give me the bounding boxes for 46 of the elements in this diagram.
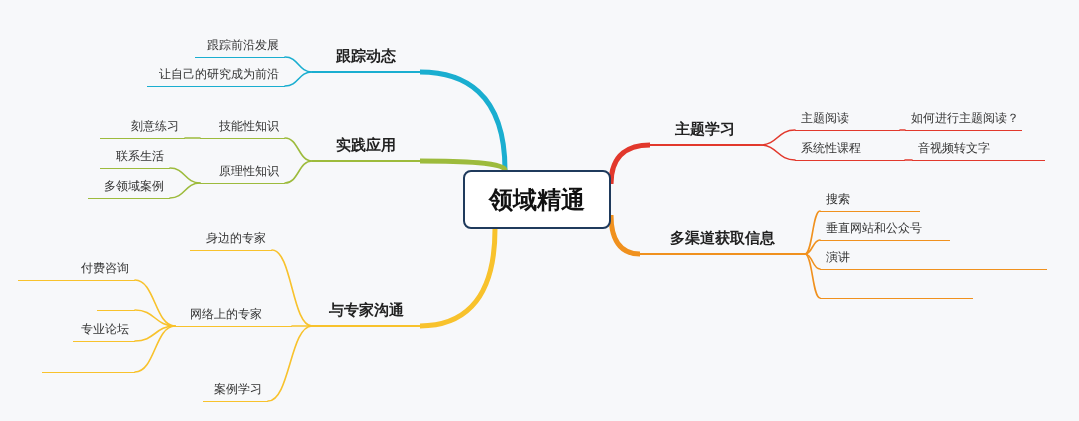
branch-topic: 实践应用: [312, 135, 420, 162]
branch-line: [804, 253, 821, 270]
subtopic: 刻意练习: [100, 118, 185, 139]
branch-line: [284, 160, 313, 184]
branch-topic: 跟踪动态: [312, 46, 420, 73]
subtopic: 网络上的专家: [175, 306, 292, 327]
branch-topic: 主题学习: [650, 119, 760, 146]
branch-line: [169, 182, 201, 199]
subtopic: 联系生活: [100, 148, 170, 169]
subtopic: 原理性知识: [200, 163, 285, 184]
subtopic: 付费咨询: [18, 260, 135, 281]
branch-line: [267, 325, 313, 402]
subtopic: 让自己的研究成为前沿: [147, 66, 285, 87]
subtopic: 跟踪前沿发展: [195, 37, 285, 58]
subtopic: 技能性知识: [200, 118, 285, 139]
branch-line: [608, 142, 651, 185]
subtopic: 主题阅读: [795, 110, 900, 131]
subtopic: 垂直网站和公众号: [820, 220, 950, 241]
central-topic-box: 领域精通: [463, 170, 611, 229]
branch-line: [184, 137, 201, 139]
branch-line: [284, 56, 313, 73]
subtopic: 身边的专家: [190, 230, 272, 251]
branch-line: [284, 71, 313, 87]
branch-line: [134, 325, 176, 373]
subtopic: 搜索: [820, 191, 920, 212]
subtopic: 系统性课程: [795, 140, 905, 161]
subtopic: 案例学习: [203, 381, 268, 402]
branch-line: [759, 144, 796, 161]
branch-line: [420, 158, 507, 172]
branch-line: [899, 129, 906, 131]
subtopic: 音视频转文字: [912, 140, 1045, 161]
branch-line: [419, 228, 498, 329]
branch-line: [419, 69, 508, 171]
subtopic: 专业论坛: [73, 321, 135, 342]
branch-line: [804, 210, 821, 255]
branch-line: [608, 214, 641, 257]
branch-line: [134, 325, 176, 342]
branch-line: [291, 325, 313, 327]
branch-line: [804, 253, 821, 299]
branch-line: [804, 239, 821, 255]
branch-topic: 与专家沟通: [312, 300, 420, 327]
branch-line: [904, 159, 913, 161]
branch-topic: 多渠道获取信息: [640, 228, 805, 255]
subtopic: 多领域案例: [88, 178, 170, 199]
subtopic: 如何进行主题阅读？: [905, 110, 1022, 131]
subtopic: 演讲: [820, 249, 1047, 270]
